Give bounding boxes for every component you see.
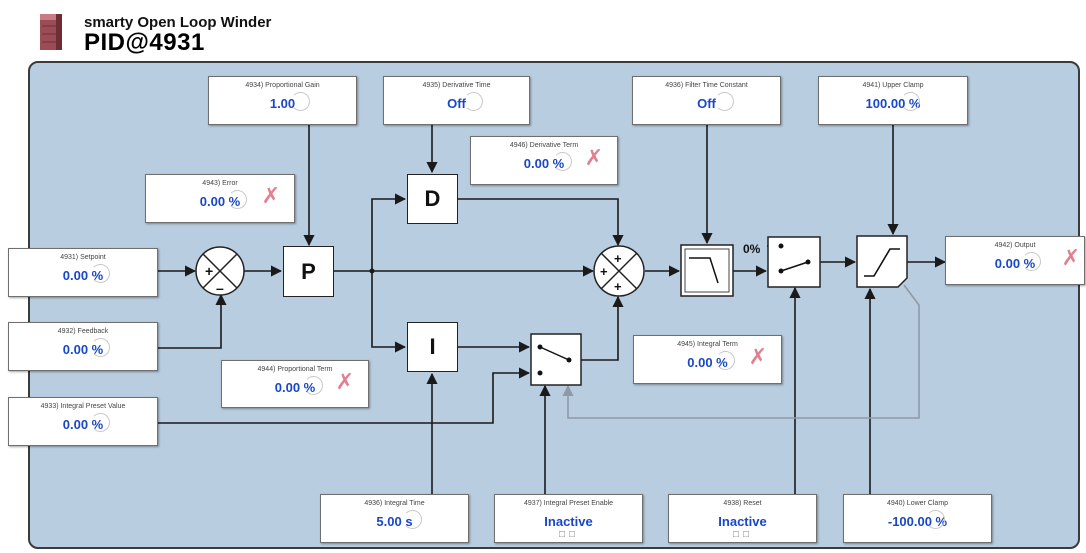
adjust-knob-icon[interactable]	[715, 92, 734, 111]
adjust-knob-icon[interactable]	[901, 92, 920, 111]
summing-junction-error: + –	[195, 246, 245, 296]
monitor-dial-icon	[304, 376, 323, 395]
svg-text:–: –	[216, 280, 224, 296]
monitor-dial-icon	[228, 190, 247, 209]
param-value[interactable]: 100.00 %	[865, 96, 921, 111]
toggle-checkbox-icon[interactable]: ☐☐	[732, 530, 753, 539]
toggle-checkbox-icon[interactable]: ☐☐	[558, 530, 579, 539]
i-block[interactable]: I	[407, 322, 458, 372]
drive-logo-icon	[40, 14, 62, 50]
param-value[interactable]: 0.00 %	[62, 268, 104, 283]
param-label: 4932) Feedback	[57, 328, 109, 335]
param-label: 4936) Filter Time Constant	[665, 82, 748, 89]
param-label: 4942) Output	[994, 242, 1036, 249]
param-value[interactable]: 1.00	[269, 96, 296, 111]
disconnected-icon[interactable]: ✗	[335, 369, 354, 394]
param-label: 4938) Reset	[723, 500, 762, 507]
param-label: 4931) Setpoint	[60, 254, 106, 261]
param-label: 4936) Integral Time	[364, 500, 425, 507]
summing-junction-output: + + +	[593, 245, 645, 297]
param-value[interactable]: -100.00 %	[887, 514, 948, 529]
integral-term-param[interactable]: 4945) Integral Term 0.00 % ✗	[633, 335, 782, 384]
zero-percent-label: 0%	[743, 242, 761, 256]
param-label: 4935) Derivative Time	[422, 82, 491, 89]
monitor-dial-icon	[1022, 252, 1041, 271]
disconnected-icon[interactable]: ✗	[584, 145, 603, 170]
param-label: 4941) Upper Clamp	[862, 82, 924, 89]
param-label: 4940) Lower Clamp	[886, 500, 949, 507]
app-title: smarty Open Loop Winder	[84, 14, 272, 31]
adjust-knob-icon[interactable]	[926, 510, 945, 529]
param-label: 4944) Proportional Term	[257, 366, 333, 373]
param-value[interactable]: Inactive	[718, 514, 767, 529]
feedback-param[interactable]: 4932) Feedback 0.00 %	[8, 322, 158, 371]
derivative-time-param[interactable]: 4935) Derivative Time Off	[383, 76, 530, 125]
integral-time-param[interactable]: 4936) Integral Time 5.00 s	[320, 494, 469, 543]
param-value[interactable]: 5.00 s	[376, 514, 413, 529]
derivative-term-param[interactable]: 4946) Derivative Term 0.00 % ✗	[470, 136, 618, 185]
param-value[interactable]: 0.00 %	[62, 417, 104, 432]
integral-preset-switch	[530, 333, 582, 386]
d-block[interactable]: D	[407, 174, 458, 224]
param-value[interactable]: Off	[447, 96, 466, 111]
page-title: PID@4931	[84, 29, 205, 56]
monitor-dial-icon	[716, 351, 735, 370]
p-block[interactable]: P	[283, 246, 334, 297]
param-value[interactable]: Inactive	[544, 514, 593, 529]
adjust-knob-icon[interactable]	[91, 264, 110, 283]
param-label: 4943) Error	[202, 180, 238, 187]
disconnected-icon[interactable]: ✗	[261, 183, 280, 208]
monitor-dial-icon	[553, 152, 572, 171]
svg-text:+: +	[614, 251, 622, 266]
filter-time-constant-param[interactable]: 4936) Filter Time Constant Off	[632, 76, 781, 125]
adjust-knob-icon[interactable]	[91, 338, 110, 357]
svg-text:+: +	[600, 264, 608, 279]
adjust-knob-icon[interactable]	[403, 510, 422, 529]
reset-param[interactable]: 4938) Reset Inactive ☐☐	[668, 494, 817, 543]
disconnected-icon[interactable]: ✗	[1061, 245, 1080, 270]
param-label: 4933) Integral Preset Value	[40, 403, 126, 410]
proportional-gain-param[interactable]: 4934) Proportional Gain 1.00	[208, 76, 357, 125]
disconnected-icon[interactable]: ✗	[748, 344, 767, 369]
param-value[interactable]: 0.00 %	[62, 342, 104, 357]
param-label: 4937) Integral Preset Enable	[523, 500, 614, 507]
param-label: 4945) Integral Term	[677, 341, 738, 348]
adjust-knob-icon[interactable]	[291, 92, 310, 111]
proportional-term-param[interactable]: 4944) Proportional Term 0.00 % ✗	[221, 360, 369, 408]
adjust-knob-icon[interactable]	[464, 92, 483, 111]
setpoint-param[interactable]: 4931) Setpoint 0.00 %	[8, 248, 158, 297]
lower-clamp-param[interactable]: 4940) Lower Clamp -100.00 %	[843, 494, 992, 543]
integral-preset-enable-param[interactable]: 4937) Integral Preset Enable Inactive ☐☐	[494, 494, 643, 543]
param-value[interactable]: Off	[697, 96, 716, 111]
svg-text:+: +	[205, 263, 213, 279]
param-label: 4946) Derivative Term	[509, 142, 579, 149]
filter-block	[680, 244, 734, 297]
clamp-block	[856, 235, 908, 288]
output-param[interactable]: 4942) Output 0.00 % ✗	[945, 236, 1085, 285]
integral-preset-value-param[interactable]: 4933) Integral Preset Value 0.00 %	[8, 397, 158, 446]
error-param[interactable]: 4943) Error 0.00 % ✗	[145, 174, 295, 223]
reset-switch	[767, 236, 821, 288]
upper-clamp-param[interactable]: 4941) Upper Clamp 100.00 %	[818, 76, 968, 125]
param-label: 4934) Proportional Gain	[245, 82, 320, 89]
svg-text:+: +	[614, 279, 622, 294]
adjust-knob-icon[interactable]	[91, 413, 110, 432]
